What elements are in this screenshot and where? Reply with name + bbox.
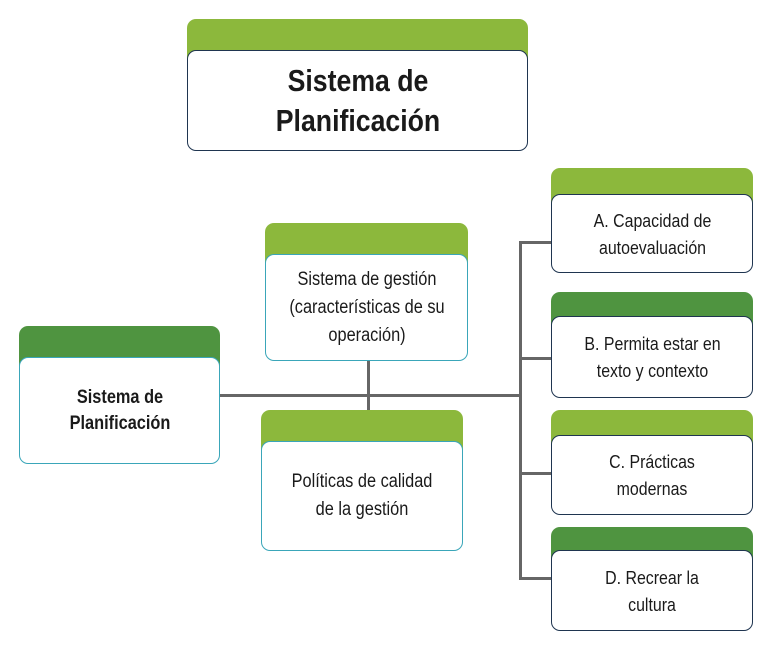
branch-node-d-label: D. Recrear la cultura: [605, 566, 699, 615]
branch-node-b-box: B. Permita estar en texto y contexto: [551, 316, 753, 398]
branch-node-a-box: A. Capacidad de autoevaluación: [551, 194, 753, 273]
center-bottom-node-label: Políticas de calidad de la gestión: [291, 471, 433, 520]
connector-center-vertical: [367, 361, 370, 410]
connector-branch-a: [519, 241, 552, 244]
root-node-label: Sistema de Planificación: [69, 386, 170, 434]
branch-node-c-label: C. Prácticas modernas: [609, 451, 695, 499]
branch-node-c-box: C. Prácticas modernas: [551, 435, 753, 515]
branch-node-a-label: A. Capacidad de autoevaluación: [593, 209, 711, 258]
title-node-box: Sistema de Planificación: [187, 50, 528, 151]
page-title: Sistema de Planificación: [275, 62, 440, 138]
connector-right-trunk: [519, 242, 522, 580]
center-bottom-node-box: Políticas de calidad de la gestión: [261, 441, 463, 551]
connector-branch-b: [519, 357, 552, 360]
connector-branch-d: [519, 577, 552, 580]
center-top-node-label: Sistema de gestión (características de s…: [288, 268, 445, 346]
connector-branch-c: [519, 472, 552, 475]
connector-root-to-right: [219, 394, 521, 397]
root-node-box: Sistema de Planificación: [19, 357, 220, 464]
branch-node-b-label: B. Permita estar en texto y contexto: [583, 333, 721, 381]
branch-node-d-box: D. Recrear la cultura: [551, 550, 753, 631]
center-top-node-box: Sistema de gestión (características de s…: [265, 254, 468, 361]
